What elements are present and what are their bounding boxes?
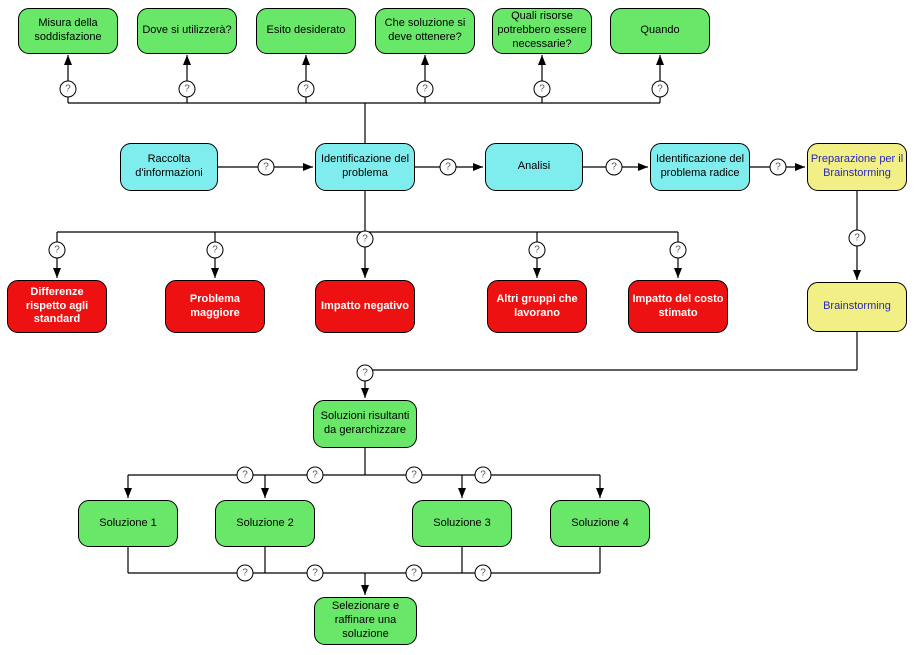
node-soluzione-2: Soluzione 2 — [215, 500, 315, 547]
node-preparazione-brainstorming: Preparazione per il Brainstorming — [807, 143, 907, 191]
node-misura-soddisfazione: Misura della soddisfazione — [18, 8, 118, 54]
brainstorming-connectors — [361, 191, 861, 398]
node-quali-risorse: Quali risorse potrebbero essere necessar… — [492, 8, 592, 54]
question-circle: ? — [416, 80, 434, 98]
solutions-branch-connectors — [124, 448, 604, 498]
node-impatto-negativo: Impatto negativo — [315, 280, 415, 333]
question-circle: ? — [528, 241, 546, 259]
question-circle: ? — [59, 80, 77, 98]
node-selezionare-soluzione: Selezionare e raffinare una soluzione — [314, 597, 417, 645]
question-circle: ? — [297, 80, 315, 98]
node-problema-radice: Identificazione del problema radice — [650, 143, 750, 191]
top-question-connectors — [64, 55, 664, 143]
question-circle: ? — [356, 364, 374, 382]
question-circle: ? — [669, 241, 687, 259]
question-circle: ? — [405, 564, 423, 582]
node-impatto-costo: Impatto del costo stimato — [628, 280, 728, 333]
node-identificazione-problema: Identificazione del problema — [315, 143, 415, 191]
question-circle: ? — [651, 80, 669, 98]
question-circle: ? — [48, 241, 66, 259]
node-differenze-standard: Differenze rispetto agli standard — [7, 280, 107, 333]
node-raccolta-informazioni: Raccolta d'informazioni — [120, 143, 218, 191]
question-circle: ? — [206, 241, 224, 259]
question-circle: ? — [439, 158, 457, 176]
node-problema-maggiore: Problema maggiore — [165, 280, 265, 333]
question-circle: ? — [533, 80, 551, 98]
question-circle: ? — [306, 466, 324, 484]
question-circle: ? — [306, 564, 324, 582]
node-analisi: Analisi — [485, 143, 583, 191]
node-esito-desiderato: Esito desiderato — [256, 8, 356, 54]
node-dove-si-utilizzera: Dove si utilizzerà? — [137, 8, 237, 54]
node-altri-gruppi: Altri gruppi che lavorano — [487, 280, 587, 333]
question-circle: ? — [356, 230, 374, 248]
question-circle: ? — [474, 466, 492, 484]
node-soluzione-4: Soluzione 4 — [550, 500, 650, 547]
question-circle: ? — [405, 466, 423, 484]
question-circle: ? — [848, 229, 866, 247]
node-soluzioni-risultanti: Soluzioni risultanti da gerarchizzare — [313, 400, 417, 448]
node-brainstorming: Brainstorming — [807, 282, 907, 332]
node-soluzione-1: Soluzione 1 — [78, 500, 178, 547]
question-circle: ? — [769, 158, 787, 176]
node-che-soluzione: Che soluzione si deve ottenere? — [375, 8, 475, 54]
selection-converge-connectors — [127, 547, 601, 595]
node-soluzione-3: Soluzione 3 — [412, 500, 512, 547]
question-circle: ? — [474, 564, 492, 582]
node-quando: Quando — [610, 8, 710, 54]
question-circle: ? — [605, 158, 623, 176]
question-circle: ? — [236, 564, 254, 582]
question-circle: ? — [178, 80, 196, 98]
question-circle: ? — [257, 158, 275, 176]
question-circle: ? — [236, 466, 254, 484]
